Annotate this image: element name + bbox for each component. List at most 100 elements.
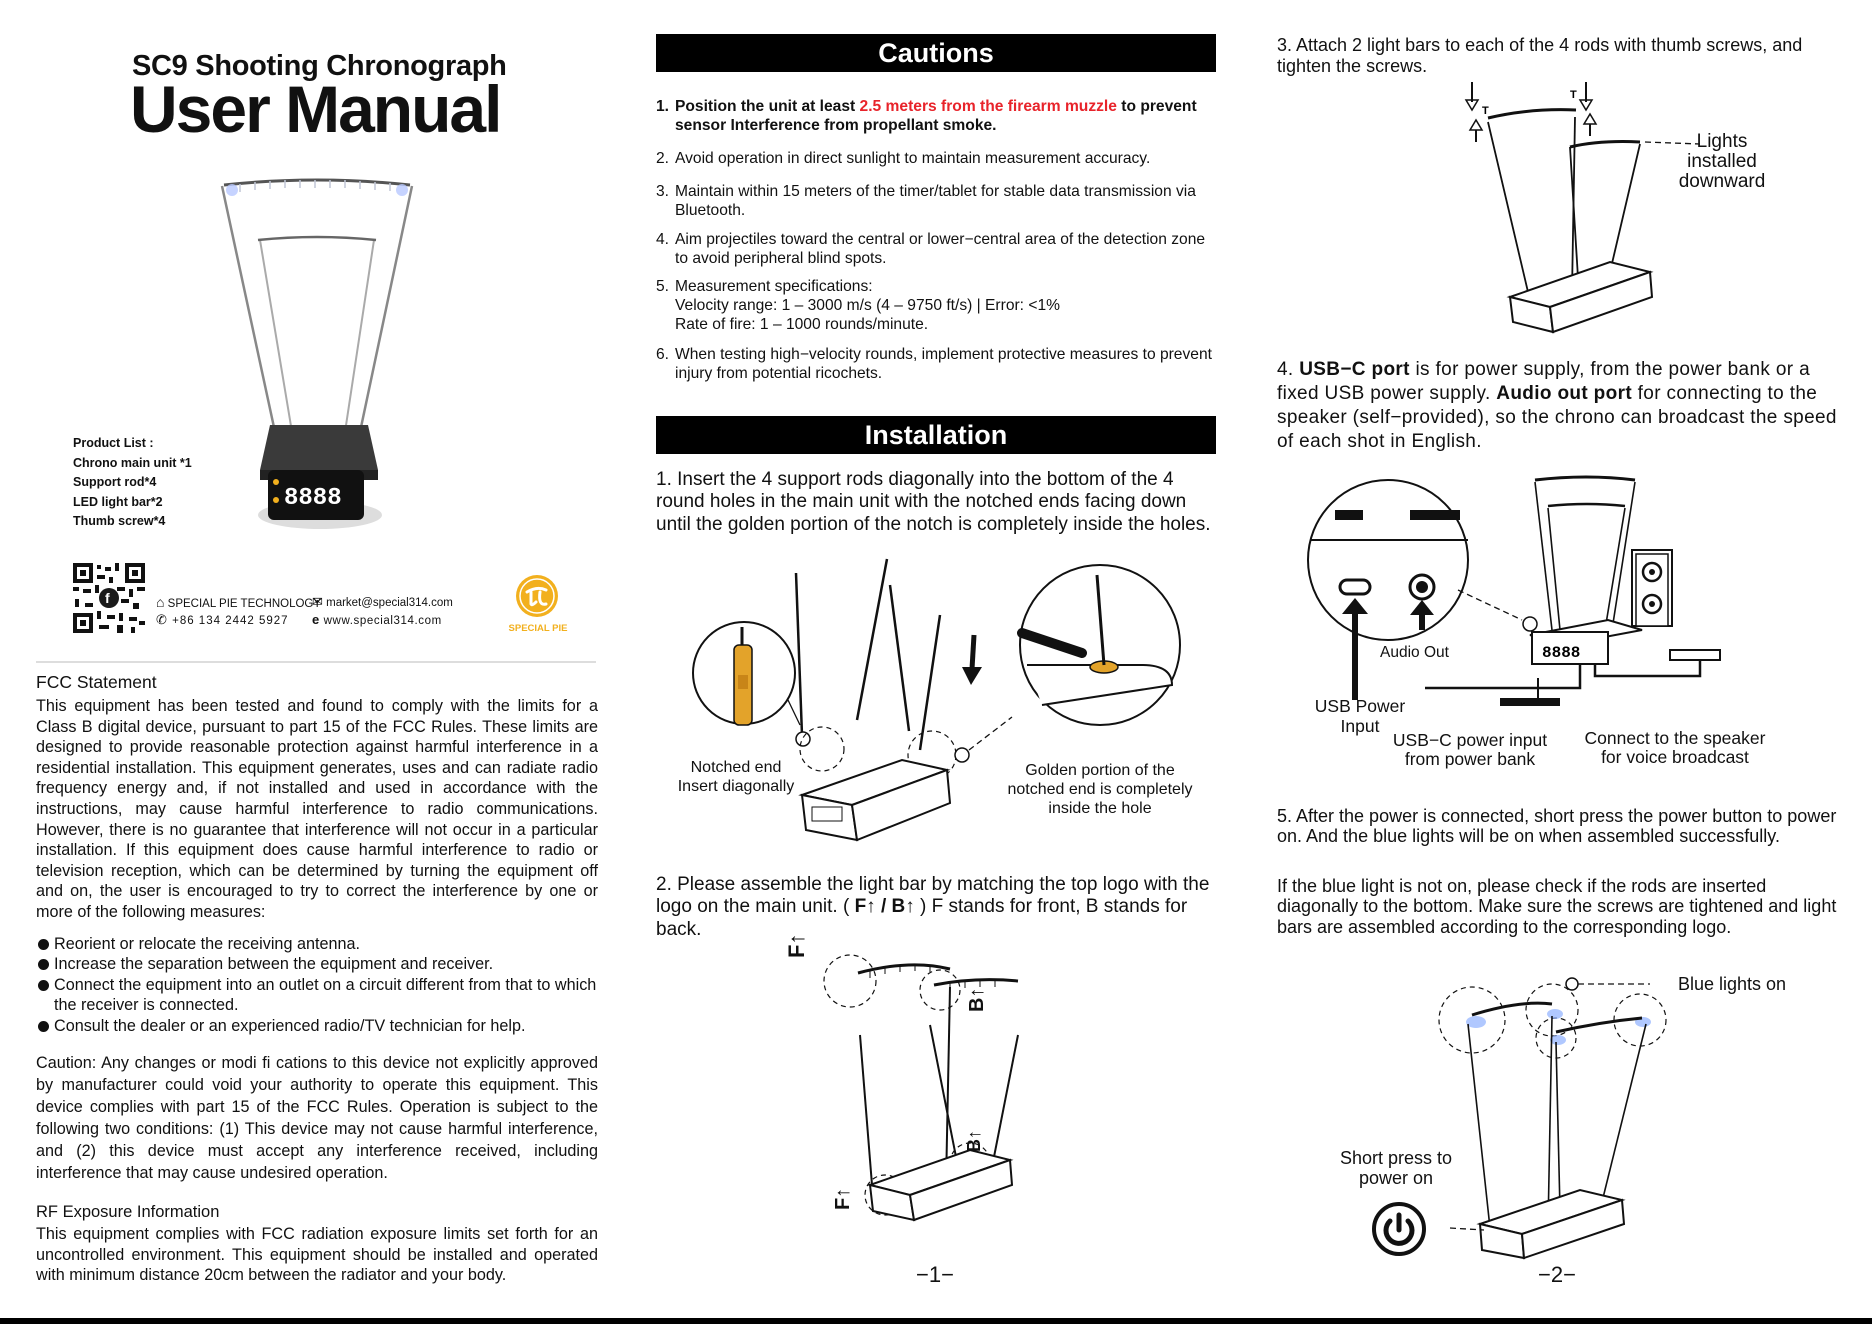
rf-paragraph: This equipment complies with FCC radiati… xyxy=(36,1225,598,1285)
label-back-bottom: B↑ xyxy=(964,1130,984,1152)
label-line: downward xyxy=(1678,171,1766,192)
install-step-1: 1. Insert the 4 support rods diagonally … xyxy=(656,469,1211,535)
device-display-text: 8888 xyxy=(284,485,342,512)
label-line: Lights xyxy=(1696,131,1748,152)
step-logo-codes: F↑ / B↑ xyxy=(854,896,915,918)
usb-c-power-bank-label: USB−C power input from power bank xyxy=(1380,731,1560,769)
product-list: Product List : Chrono main unit *1 Suppo… xyxy=(73,434,192,532)
caption-golden-portion: Golden portion of the notched end is com… xyxy=(990,761,1210,818)
lights-installed-label: Lights installed downward xyxy=(1676,132,1768,192)
fcc-measures-list: Reorient or relocate the receiving anten… xyxy=(36,934,602,1036)
label-line: Connect to the speaker xyxy=(1584,728,1766,748)
fcc-heading: FCC Statement xyxy=(36,672,157,692)
installation-heading: Installation xyxy=(656,416,1216,454)
phone-number[interactable]: +86 134 2442 5927 xyxy=(172,615,289,627)
svg-text:T: T xyxy=(1570,89,1577,101)
audio-out-term: Audio out port xyxy=(1496,383,1633,404)
usb-power-input-label: USB Power Input xyxy=(1300,696,1420,736)
product-list-heading: Product List : xyxy=(73,436,154,450)
step-number: 4. xyxy=(1277,359,1294,380)
caption-notched-end: Notched end Insert diagonally xyxy=(666,758,806,796)
caution-text: Avoid operation in direct sunlight to ma… xyxy=(675,150,1151,167)
caution-item-1: 1. Position the unit at least 2.5 meters… xyxy=(656,98,1216,136)
speaker-label: Connect to the speaker for voice broadca… xyxy=(1570,729,1780,767)
spec-line: Velocity range: 1 – 3000 m/s (4 – 9750 f… xyxy=(675,296,1060,314)
manual-title: User Manual xyxy=(130,72,502,146)
label-line: installed xyxy=(1687,151,1757,172)
label-line: Input xyxy=(1340,716,1380,736)
light-bar-matching-diagram xyxy=(823,954,1019,1222)
thumb-screw-diagram: T T xyxy=(1464,82,1701,334)
caption-line: notched end is completely xyxy=(1007,781,1193,798)
home-icon: ⌂ xyxy=(156,594,165,610)
website-url[interactable]: www.special314.com xyxy=(323,615,442,627)
list-item: Connect the equipment into an outlet on … xyxy=(36,975,602,1016)
item-number: 5. xyxy=(656,278,670,295)
label-line: USB Power xyxy=(1314,696,1406,716)
caption-line: Notched end xyxy=(690,759,782,776)
caution-text: Maintain within 15 meters of the timer/t… xyxy=(675,183,1196,219)
fcc-paragraph: This equipment has been tested and found… xyxy=(36,697,598,921)
label-line: from power bank xyxy=(1404,749,1536,769)
item-number: 6. xyxy=(656,346,670,363)
label-back-top: B↑ xyxy=(966,987,988,1012)
product-list-item: Support rod*4 xyxy=(73,475,157,489)
product-list-item: Chrono main unit *1 xyxy=(73,455,192,470)
power-audio-diagram: 8888 xyxy=(1307,475,1721,706)
chronograph-product-image: 8888 xyxy=(220,178,414,529)
browser-icon: e xyxy=(312,612,320,627)
item-number: 3. xyxy=(656,183,670,200)
product-list-item: Thumb screw*4 xyxy=(73,514,166,528)
blue-lights-diagram xyxy=(1438,977,1667,1260)
qr-code[interactable]: f xyxy=(73,563,145,633)
phone-icon: ✆ xyxy=(156,612,168,627)
caption-line: Golden portion of the xyxy=(1025,762,1175,779)
list-item: Reorient or relocate the receiving anten… xyxy=(36,934,602,954)
blue-lights-label: Blue lights on xyxy=(1678,974,1787,994)
label-line: USB−C power input xyxy=(1392,730,1548,750)
svg-text:f: f xyxy=(105,590,110,606)
short-press-label: Short press to power on xyxy=(1326,1148,1466,1188)
caution-text: Aim projectiles toward the central or lo… xyxy=(675,231,1206,267)
logo-text: SPECIAL PIE xyxy=(508,623,568,634)
item-number: 4. xyxy=(656,231,670,248)
diagram-display: 8888 xyxy=(1542,644,1580,662)
label-front-bottom: F↑ xyxy=(832,1187,854,1210)
label-line: Short press to xyxy=(1339,1148,1453,1168)
list-item: Consult the dealer or an experienced rad… xyxy=(36,1016,602,1036)
caution-item-3: 3. Maintain within 15 meters of the time… xyxy=(656,183,1216,221)
website-line: e www.special314.com xyxy=(312,612,442,627)
fcc-caution: Caution: Any changes or modi fi cations … xyxy=(36,1054,598,1182)
cautions-heading: Cautions xyxy=(656,34,1216,72)
page-number-1: −1− xyxy=(916,1262,954,1287)
product-list-item: LED light bar*2 xyxy=(73,494,163,509)
item-number: 1. xyxy=(656,98,670,115)
page-number-2: −2− xyxy=(1538,1262,1576,1287)
svg-text:T: T xyxy=(1482,105,1489,117)
caution-text: to prevent sensor Interference from prop… xyxy=(675,98,1197,134)
install-note: If the blue light is not on, please chec… xyxy=(1277,876,1837,937)
email-address[interactable]: market@special314.com xyxy=(326,597,453,609)
install-step-5: 5. After the power is connected, short p… xyxy=(1277,806,1837,846)
caution-item-6: 6. When testing high−velocity rounds, im… xyxy=(656,346,1216,384)
power-button-icon[interactable] xyxy=(1372,1202,1426,1256)
caution-text: When testing high−velocity rounds, imple… xyxy=(675,346,1212,382)
install-step-2: 2. Please assemble the light bar by matc… xyxy=(656,874,1216,941)
caution-text: Position the unit at least xyxy=(675,98,860,115)
install-step-3: 3. Attach 2 light bars to each of the 4 … xyxy=(1277,35,1803,76)
step-text: ) F stands for front, B stands for back. xyxy=(656,896,1188,940)
caution-highlight: 2.5 meters from the firearm muzzle xyxy=(859,98,1117,115)
item-number: 2. xyxy=(656,150,670,167)
step-text: 2. Please assemble the light bar by matc… xyxy=(656,874,1210,918)
label-front-top: F↑ xyxy=(784,933,809,958)
company-line: ⌂ SPECIAL PIE TECHNOLOGY xyxy=(156,594,321,610)
caution-item-5: 5. Measurement specifications: Velocity … xyxy=(656,278,1216,334)
usb-c-port-term: USB−C port xyxy=(1299,359,1410,380)
phone-line: ✆ +86 134 2442 5927 xyxy=(156,612,289,628)
company-name: SPECIAL PIE TECHNOLOGY xyxy=(167,598,322,610)
install-step-4: 4. USB−C port is for power supply, from … xyxy=(1277,358,1839,454)
rod-insertion-diagram xyxy=(692,558,1181,842)
caution-item-2: 2. Avoid operation in direct sunlight to… xyxy=(656,150,1216,169)
mail-icon: ✉ xyxy=(312,594,323,609)
step-text: is for power supply, from the power bank… xyxy=(1277,359,1810,404)
